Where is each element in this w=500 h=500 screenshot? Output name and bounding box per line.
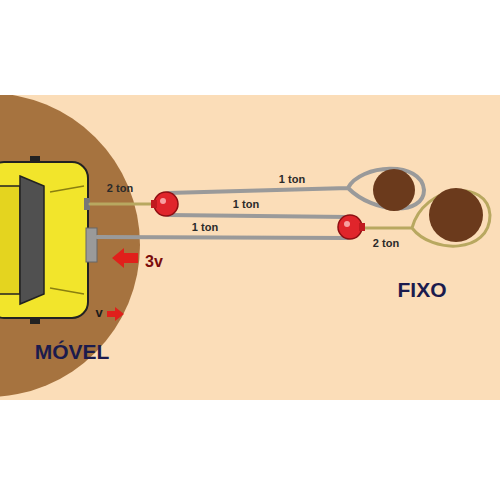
pulley-highlight	[344, 221, 350, 227]
car-mirror	[30, 318, 40, 324]
force-arrow	[112, 248, 138, 268]
pulley-hook	[359, 223, 365, 231]
fixed-post	[373, 169, 415, 211]
pulley-hook	[151, 200, 157, 208]
mobile-label: MÓVEL	[35, 340, 110, 363]
rope-1-ton	[97, 237, 348, 238]
load-label: 2 ton	[107, 182, 133, 194]
mud-area	[0, 95, 140, 397]
pulley	[338, 215, 365, 239]
rope-1-ton	[168, 215, 348, 217]
ropes	[90, 169, 490, 246]
car	[0, 156, 97, 324]
car-mirror	[30, 156, 40, 162]
pulley-highlight	[160, 198, 166, 204]
car-windshield	[20, 176, 44, 304]
fixed-post	[429, 188, 483, 242]
pulley-wheel	[338, 215, 362, 239]
hood-line	[50, 288, 84, 294]
rope-2-ton	[90, 203, 156, 206]
load-label: 1 ton	[279, 173, 305, 185]
load-label: 1 ton	[233, 198, 259, 210]
fixed-label: FIXO	[397, 278, 446, 301]
pulley-wheel	[154, 192, 178, 216]
load-label: 1 ton	[192, 221, 218, 233]
hood-line	[50, 186, 84, 192]
velocity-arrow	[107, 307, 124, 321]
anchor-bracket	[86, 228, 97, 262]
pulley	[151, 192, 178, 216]
load-label: 2 ton	[373, 237, 399, 249]
car-roof	[0, 186, 20, 294]
force-label: 3v	[145, 253, 163, 271]
velocity-label: v	[95, 306, 102, 320]
car-body	[0, 162, 88, 318]
